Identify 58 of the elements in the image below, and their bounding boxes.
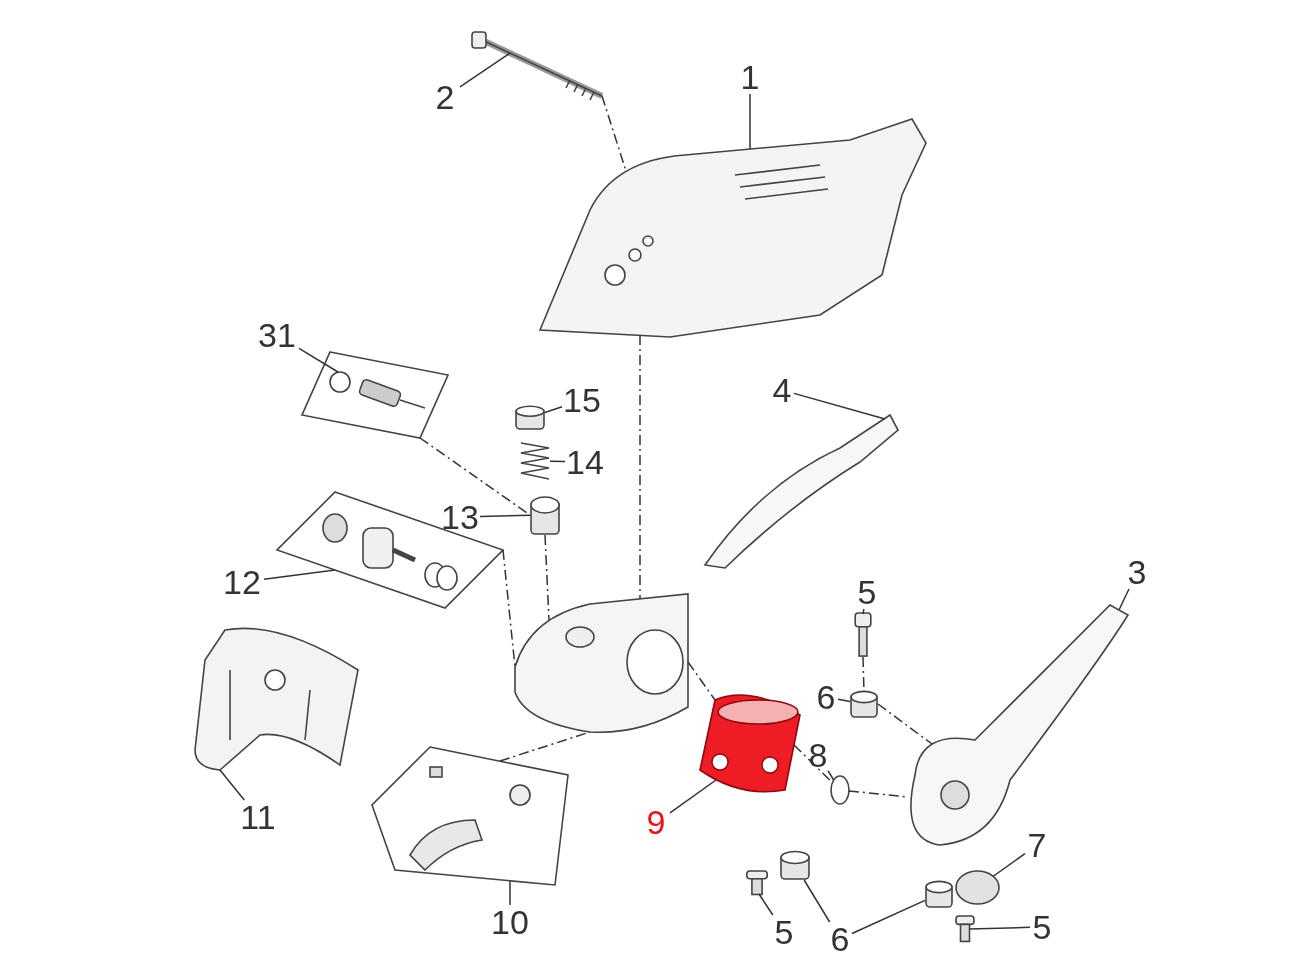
- leader-line: [827, 770, 835, 781]
- leader-line: [837, 698, 851, 703]
- callout-number: 6: [828, 922, 852, 956]
- assembly-line: [499, 731, 591, 762]
- assembly-line: [687, 661, 716, 701]
- callout-number: 6: [814, 680, 838, 714]
- leader-line: [793, 392, 886, 420]
- assembly-line: [877, 703, 933, 745]
- callout-number: 4: [770, 373, 794, 407]
- bushing-drawing: [780, 850, 810, 880]
- leader-line: [669, 779, 717, 814]
- callout-number: 11: [240, 800, 276, 834]
- callout-number: 9: [642, 805, 670, 841]
- leader-line: [749, 93, 751, 150]
- bushing-drawing: [925, 880, 953, 908]
- leader-line: [992, 852, 1026, 877]
- cap-drawing: [515, 405, 545, 430]
- lock-kit-drawing: [300, 350, 450, 440]
- callout-number: 31: [255, 318, 299, 352]
- leader-line: [968, 926, 1031, 930]
- leader-line: [544, 406, 563, 414]
- leader-line: [479, 514, 531, 518]
- bushing-drawing: [850, 690, 878, 718]
- callout-number: 5: [855, 575, 879, 609]
- callout-number: 12: [220, 565, 264, 599]
- callout-number: 14: [565, 445, 605, 479]
- assembly-line: [639, 334, 641, 600]
- callout-number: 15: [562, 383, 602, 417]
- callout-number: 5: [1030, 910, 1054, 944]
- assembly-line: [544, 534, 550, 621]
- callout-number: 3: [1125, 555, 1149, 589]
- leader-line: [803, 879, 831, 923]
- callout-number: 2: [430, 80, 460, 114]
- callout-number: 8: [808, 738, 828, 772]
- leader-line: [298, 347, 339, 373]
- spring-drawing: [520, 440, 550, 482]
- leader-line: [509, 880, 511, 906]
- o-ring-drawing: [830, 775, 850, 805]
- leader-line: [862, 608, 865, 615]
- assembly-line: [502, 549, 516, 668]
- leader-line: [219, 769, 245, 801]
- callout-number: 1: [735, 60, 765, 94]
- leader-line: [549, 460, 566, 463]
- assembly-line: [419, 437, 531, 516]
- callout-number: 10: [490, 905, 530, 939]
- cap-drawing: [955, 870, 1000, 905]
- leader-line: [758, 893, 774, 916]
- leader-line: [459, 52, 511, 88]
- leader-line: [851, 899, 926, 935]
- assembly-line: [601, 95, 627, 172]
- callout-number: 7: [1025, 828, 1049, 862]
- seal-kit-drawing: [275, 490, 505, 610]
- callout-number: 5: [772, 915, 796, 949]
- callout-number: 13: [440, 500, 480, 534]
- leader-line: [263, 569, 336, 580]
- leader-line: [1118, 588, 1130, 611]
- sleeve-drawing: [530, 495, 560, 535]
- assembly-line: [862, 656, 865, 693]
